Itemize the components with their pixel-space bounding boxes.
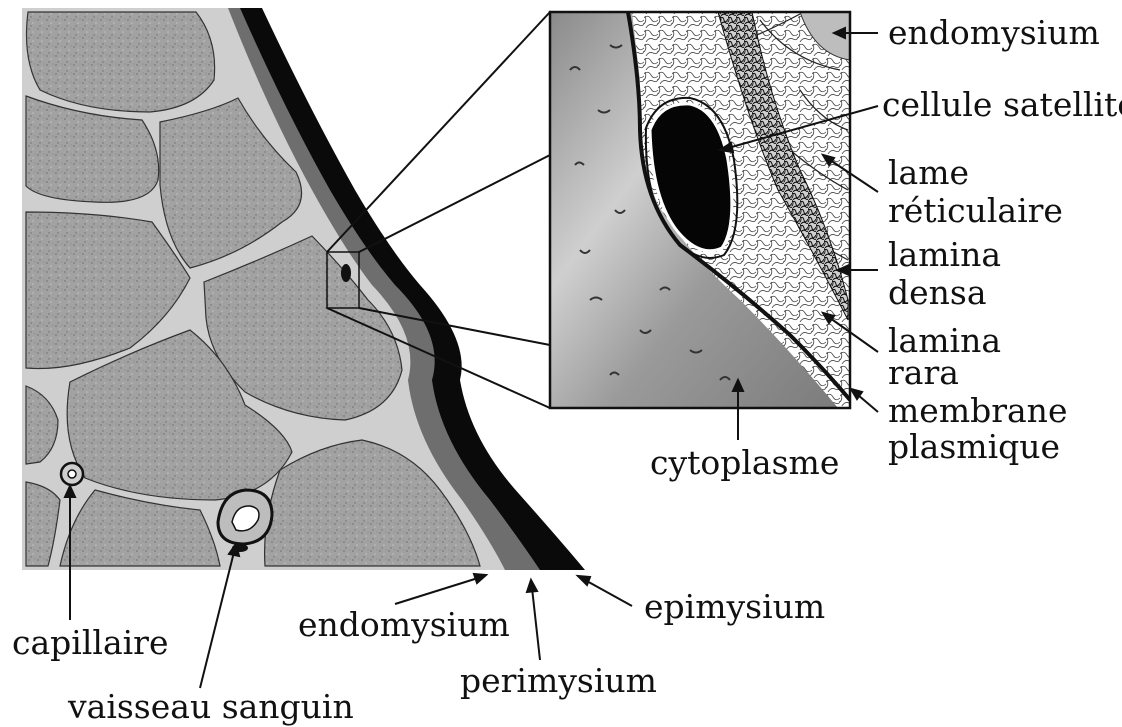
- satellite-cell-small: [341, 264, 351, 282]
- label-cellule-satellite: cellule satellite: [882, 85, 1122, 124]
- label-lamina-rara-line2: rara: [888, 353, 959, 392]
- label-vaisseau-sanguin: vaisseau sanguin: [67, 687, 354, 726]
- label-capillaire: capillaire: [12, 623, 168, 662]
- capillary: [61, 463, 83, 485]
- label-cytoplasme: cytoplasme: [650, 443, 839, 482]
- label-membrane-plasmique-line2: plasmique: [888, 427, 1060, 466]
- label-lamina-densa-line2: densa: [888, 273, 987, 312]
- label-lame-reticulaire-line2: réticulaire: [888, 191, 1063, 230]
- label-membrane-plasmique-line1: membrane: [888, 391, 1067, 430]
- label-lamina-densa-line1: lamina: [888, 235, 1001, 274]
- label-lame-reticulaire-line1: lame: [888, 153, 969, 192]
- label-perimysium: perimysium: [460, 661, 657, 700]
- label-endomysium-inset: endomysium: [888, 13, 1100, 52]
- label-endomysium-bottom: endomysium: [298, 605, 510, 644]
- inset-enlargement: [550, 12, 850, 408]
- muscle-fiber: [27, 12, 215, 112]
- label-epimysium: epimysium: [644, 587, 825, 626]
- muscle-cross-section: [22, 8, 585, 570]
